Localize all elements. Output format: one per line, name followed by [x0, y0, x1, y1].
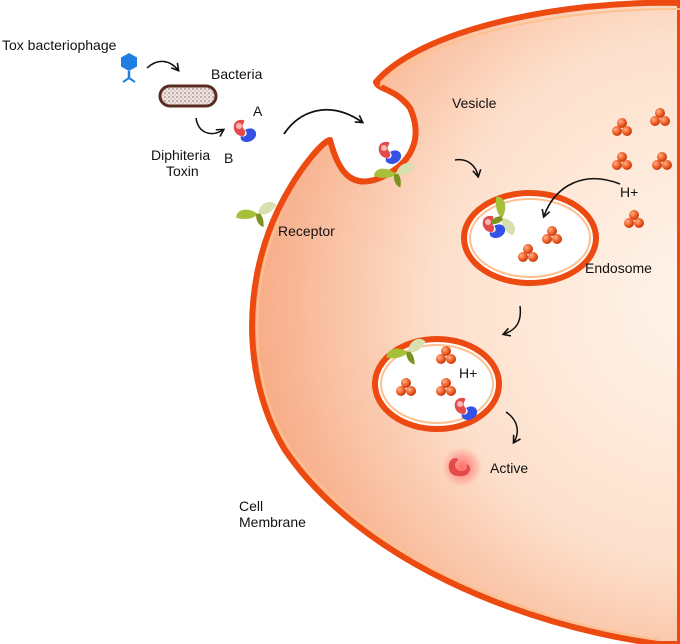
- label-toxin-line2: Toxin: [166, 163, 199, 179]
- phage-infection-arrow: [146, 60, 180, 73]
- label-receptor: Receptor: [278, 223, 335, 239]
- translocation-arrow: [505, 411, 521, 445]
- cell-membrane: [249, 0, 680, 644]
- label-tox-bacteriophage: Tox bacteriophage: [2, 37, 117, 53]
- bacteriophage-icon: [121, 53, 137, 83]
- toxin-icon: [233, 119, 257, 143]
- label-membrane-line2: Membrane: [239, 514, 306, 530]
- label-endosome: Endosome: [585, 260, 652, 276]
- active-glow: [442, 447, 482, 487]
- toxin-release-arrow: [195, 117, 226, 137]
- label-active: Active: [490, 460, 528, 476]
- endosome-upper: [461, 190, 599, 286]
- active-fragment-icon: [448, 458, 471, 477]
- proton-import-arrow: [541, 177, 621, 219]
- acidification-arrow: [501, 305, 522, 337]
- label-h-plus-endosome: H+: [459, 365, 477, 381]
- endocytosis-arrow: [454, 158, 482, 179]
- label-h-plus-cytoplasm: H+: [620, 184, 638, 200]
- label-subunit-b: B: [224, 150, 233, 166]
- label-toxin-line1: Diphiteria: [151, 147, 210, 163]
- label-membrane-line1: Cell: [239, 498, 263, 514]
- binding-arrow: [283, 108, 365, 135]
- label-bacteria: Bacteria: [211, 66, 263, 82]
- bacterium-icon: [158, 84, 218, 108]
- label-subunit-a: A: [253, 103, 263, 119]
- endosome-lower: [372, 336, 502, 432]
- label-vesicle: Vesicle: [452, 95, 497, 111]
